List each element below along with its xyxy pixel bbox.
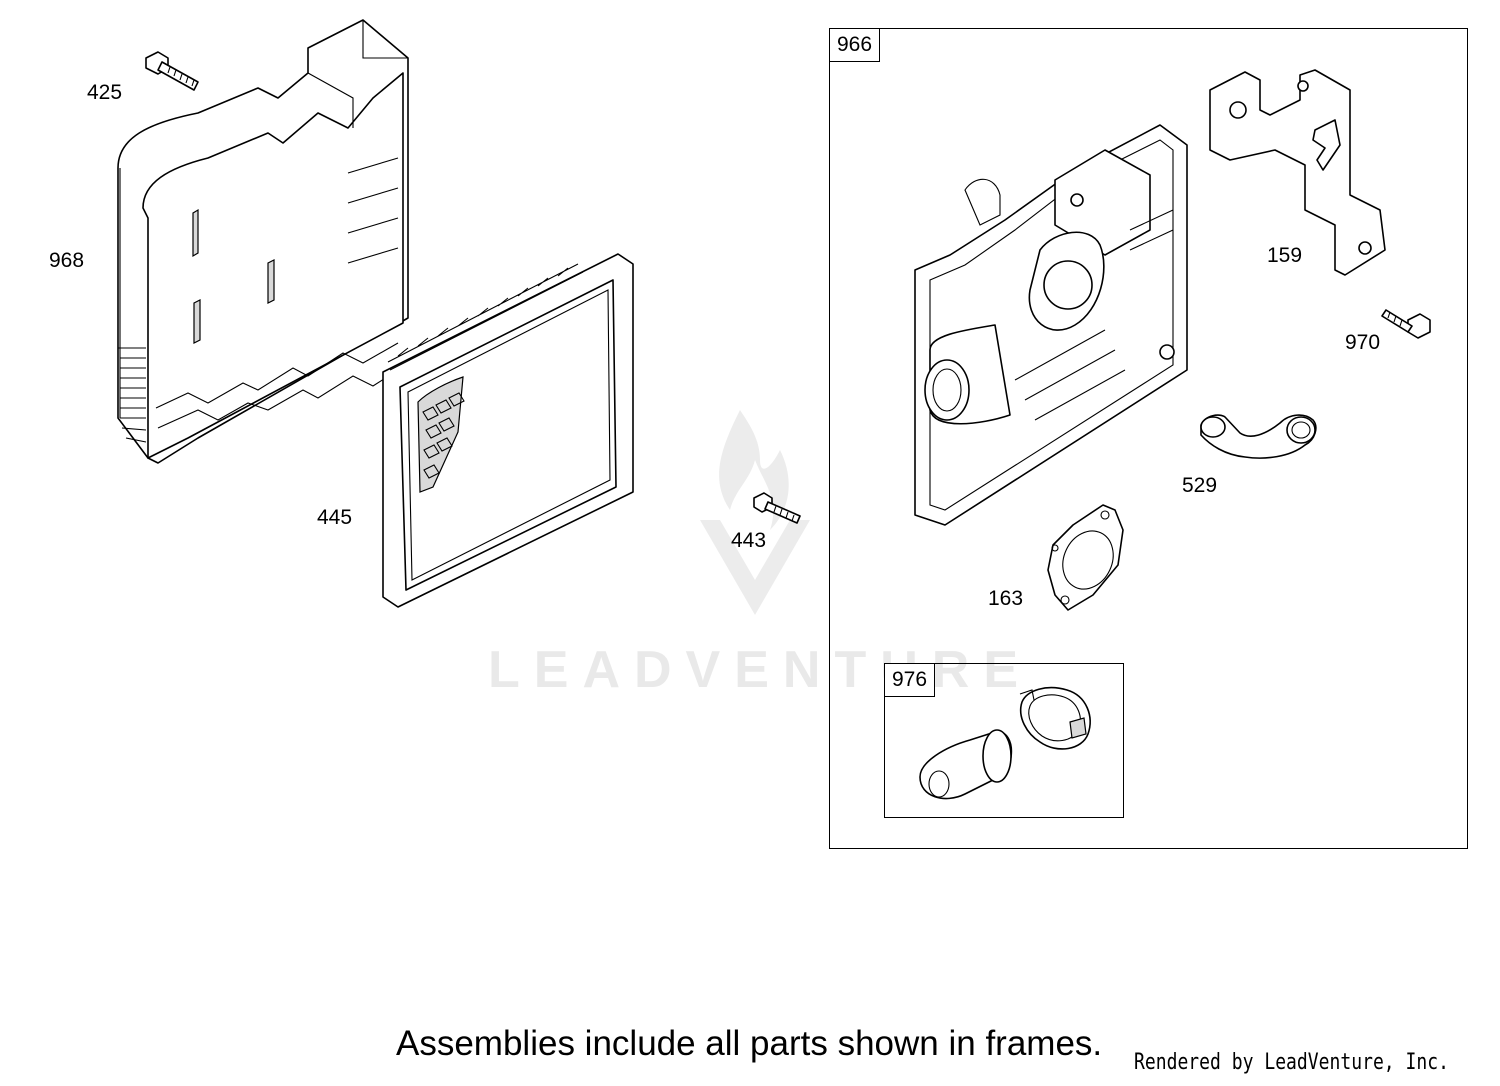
assembly-frame-976: 976 xyxy=(884,663,1124,818)
clamp-976-illustration xyxy=(1019,686,1091,750)
bracket-159-illustration xyxy=(1209,69,1386,276)
assembly-frame-966: 966 xyxy=(829,28,1468,849)
screw-443-illustration xyxy=(753,492,801,524)
frame-tag-976: 976 xyxy=(884,663,936,697)
pre-filter-976-illustration xyxy=(919,729,1013,800)
breather-tube-529-illustration xyxy=(1200,414,1317,459)
air-cleaner-base-968-illustration xyxy=(117,19,409,464)
frame-tag-966: 966 xyxy=(829,28,881,62)
screw-970-illustration xyxy=(1381,309,1431,339)
bolt-425-illustration xyxy=(145,51,199,91)
callout-970: 970 xyxy=(1345,331,1381,354)
air-filter-445-illustration xyxy=(382,253,634,608)
callout-529: 529 xyxy=(1182,474,1218,497)
footer-note: Assemblies include all parts shown in fr… xyxy=(396,1024,1103,1063)
render-credit: Rendered by LeadVenture, Inc. xyxy=(1134,1050,1449,1075)
callout-968: 968 xyxy=(49,249,85,272)
callout-443: 443 xyxy=(731,529,767,552)
gasket-163-illustration xyxy=(1047,504,1124,611)
callout-445: 445 xyxy=(317,506,353,529)
watermark-flame-logo xyxy=(700,410,810,615)
callout-163: 163 xyxy=(988,587,1024,610)
callout-425: 425 xyxy=(87,81,123,104)
callout-159: 159 xyxy=(1267,244,1303,267)
air-cleaner-base-plate-966-illustration xyxy=(914,124,1188,526)
